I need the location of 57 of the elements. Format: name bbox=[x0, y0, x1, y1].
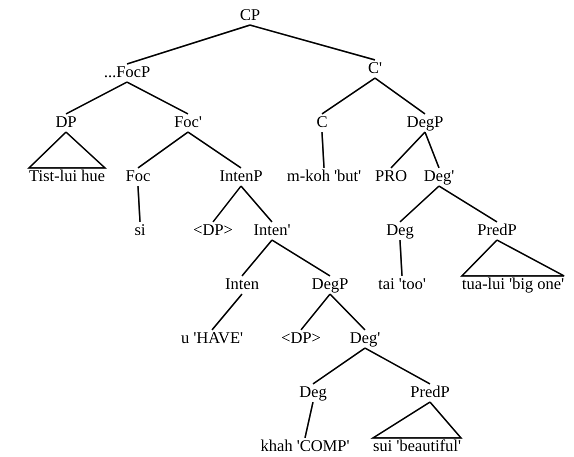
tree-label: Deg' bbox=[424, 166, 454, 186]
tree-branch bbox=[250, 24, 376, 61]
tree-label: Deg bbox=[386, 220, 414, 240]
tree-label: tua-lui 'big one' bbox=[462, 274, 564, 294]
tree-branch bbox=[126, 24, 250, 65]
tree-label: DegP bbox=[312, 274, 348, 294]
tree-branch bbox=[240, 186, 273, 222]
tree-branch bbox=[272, 239, 330, 277]
tree-branch bbox=[321, 132, 325, 168]
tree-branch bbox=[138, 131, 188, 169]
tree-label: khah 'COMP' bbox=[260, 436, 350, 456]
tree-label: m-koh 'but' bbox=[286, 166, 362, 186]
tree-label: C' bbox=[368, 58, 382, 78]
tree-label: <DP> bbox=[281, 328, 321, 348]
tree-label: DegP bbox=[406, 112, 444, 132]
tree-label: Deg' bbox=[350, 328, 380, 348]
tree-label: Inten' bbox=[254, 220, 290, 240]
tree-branch bbox=[438, 185, 498, 223]
tree-label: Inten bbox=[225, 274, 259, 294]
tree-label: Tist-lui hue bbox=[29, 166, 105, 186]
tree-triangle bbox=[460, 239, 565, 277]
tree-branch bbox=[424, 132, 440, 168]
tree-label: tai 'too' bbox=[378, 274, 426, 294]
tree-branch bbox=[364, 347, 430, 385]
tree-branch bbox=[137, 186, 141, 222]
tree-branch bbox=[304, 402, 314, 438]
tree-label: IntenP bbox=[219, 166, 263, 186]
tree-label: Deg bbox=[299, 382, 327, 402]
tree-label: PredP bbox=[477, 220, 517, 240]
tree-label: DP bbox=[55, 112, 77, 132]
tree-label: C bbox=[316, 112, 328, 132]
tree-branch bbox=[390, 132, 426, 168]
tree-branch bbox=[241, 240, 273, 276]
tree-branch bbox=[374, 77, 426, 115]
tree-label: CP bbox=[240, 6, 260, 24]
tree-branch bbox=[312, 347, 366, 385]
tree-branch bbox=[211, 294, 243, 330]
tree-label: PRO bbox=[374, 166, 408, 186]
tree-triangle bbox=[370, 401, 463, 439]
tree-label: si bbox=[134, 220, 146, 240]
tree-branch bbox=[399, 240, 403, 276]
tree-label: Foc bbox=[126, 166, 150, 186]
tree-branch bbox=[212, 186, 242, 222]
tree-branch bbox=[188, 131, 242, 169]
tree-label: <DP> bbox=[193, 220, 233, 240]
tree-branch bbox=[399, 185, 440, 223]
tree-label: ...FocP bbox=[104, 62, 150, 82]
tree-label: PredP bbox=[410, 382, 450, 402]
tree-label: u 'HAVE' bbox=[180, 328, 244, 348]
tree-label: sui 'beautiful' bbox=[373, 436, 461, 456]
tree-label: Foc' bbox=[174, 112, 202, 132]
tree-branch bbox=[329, 294, 366, 330]
tree-branch bbox=[322, 77, 376, 115]
tree-branch bbox=[126, 81, 188, 115]
tree-branch bbox=[300, 294, 331, 330]
tree-triangle bbox=[27, 130, 108, 169]
tree-branch bbox=[66, 81, 128, 115]
